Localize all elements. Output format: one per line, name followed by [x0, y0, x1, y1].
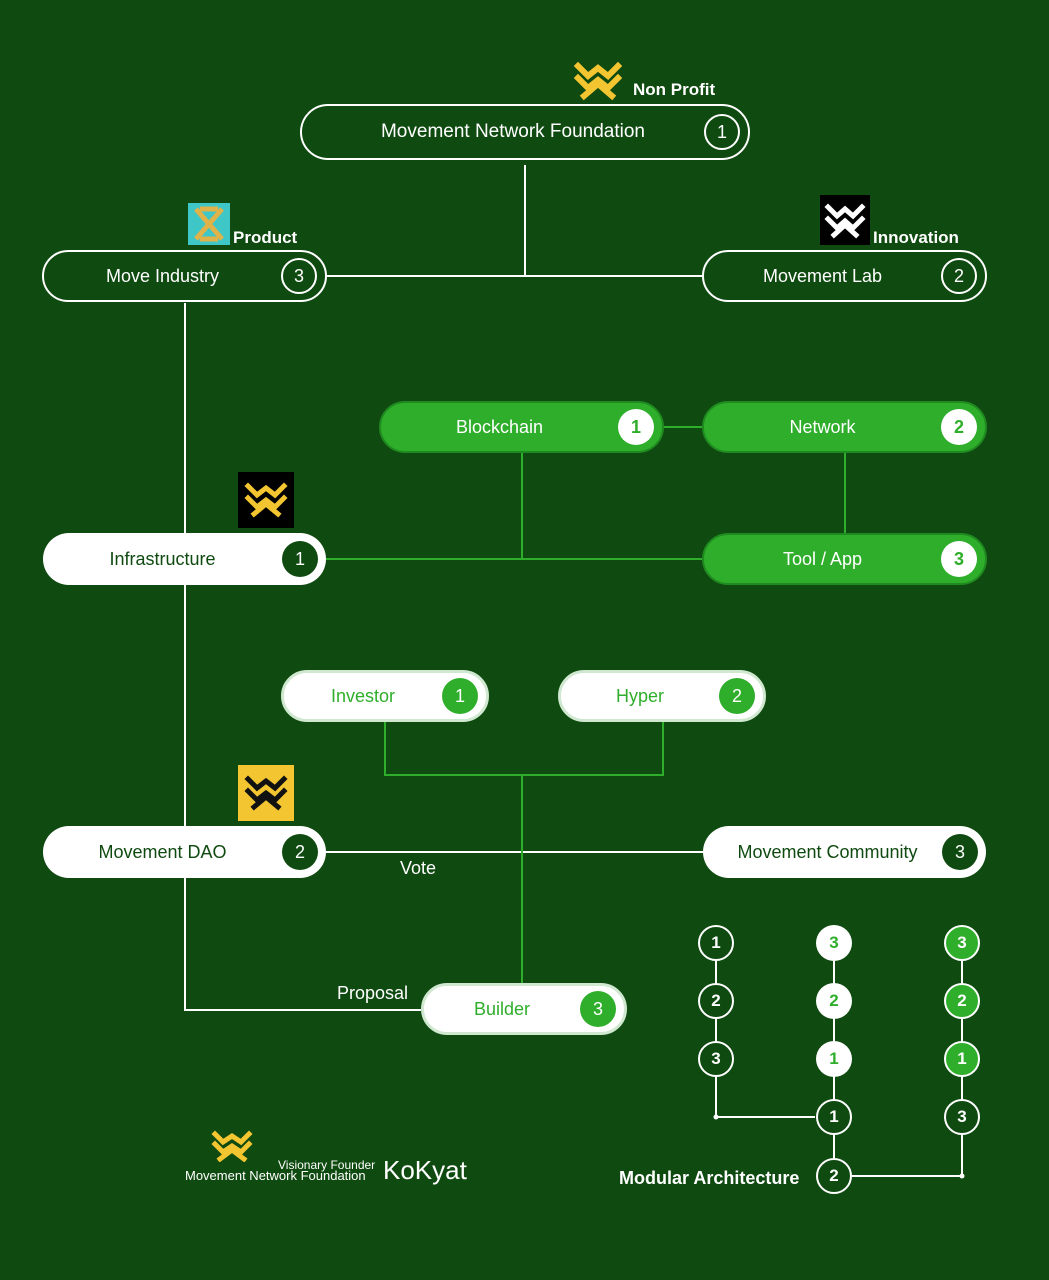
arch-col1-node: 3: [698, 1041, 734, 1077]
network-node: Network 2: [702, 401, 987, 453]
infrastructure-node: Infrastructure 1: [43, 533, 326, 585]
network-number: 2: [941, 409, 977, 445]
hyper-label: Hyper: [615, 685, 664, 706]
arch-join-bottom-node: 2: [816, 1158, 852, 1194]
product-tag: Product: [233, 228, 298, 247]
infrastructure-number: 1: [282, 541, 318, 577]
non-profit-tag: Non Profit: [633, 80, 716, 99]
builder-number: 3: [580, 991, 616, 1027]
line-investor-hyper-bracket: [384, 722, 664, 776]
investor-label: Investor: [330, 685, 396, 706]
infrastructure-label: Infrastructure: [109, 548, 216, 569]
movement-logo-icon: [238, 472, 294, 528]
proposal-label: Proposal: [337, 983, 409, 1003]
movement-logo-icon: [211, 1130, 253, 1163]
movement-community-label: Movement Community: [737, 841, 918, 862]
arch-col3-node: 1: [944, 1041, 980, 1077]
credit-org: Movement Network Foundation: [185, 1168, 366, 1183]
line-dao-builder: [184, 878, 421, 1011]
credit-name: KoKyat: [383, 1155, 467, 1185]
hyper-node: Hyper 2: [558, 670, 766, 722]
line-arch-bottom: [852, 1136, 963, 1177]
innovation-tag: Innovation: [873, 228, 959, 247]
tool-app-number: 3: [941, 541, 977, 577]
move-industry-number: 3: [281, 258, 317, 294]
foundation-node: Movement Network Foundation 1: [300, 104, 750, 160]
modular-architecture-label: Modular Architecture: [619, 1168, 800, 1188]
move-industry-node: Move Industry 3: [42, 250, 327, 302]
arch-col3-node: 2: [944, 983, 980, 1019]
move-industry-logo-icon: [188, 203, 230, 245]
builder-label: Builder: [473, 998, 531, 1019]
network-label: Network: [789, 416, 856, 437]
arch-col3-node: 3: [944, 1099, 980, 1135]
movement-dao-number: 2: [282, 834, 318, 870]
arch-col1-node: 1: [698, 925, 734, 961]
movement-dao-label: Movement DAO: [98, 841, 227, 862]
arch-col2-node: 2: [816, 983, 852, 1019]
blockchain-number: 1: [618, 409, 654, 445]
investor-number: 1: [442, 678, 478, 714]
movement-logo-icon: [573, 61, 623, 102]
movement-community-number: 3: [942, 834, 978, 870]
blockchain-node: Blockchain 1: [379, 401, 664, 453]
arch-join-top-node: 1: [816, 1099, 852, 1135]
movement-lab-node: Movement Lab 2: [702, 250, 987, 302]
builder-node: Builder 3: [421, 983, 627, 1035]
line-arch-col1: [715, 961, 815, 1118]
move-industry-label: Move Industry: [105, 265, 220, 286]
arch-col1-node: 2: [698, 983, 734, 1019]
movement-lab-label: Movement Lab: [762, 265, 883, 286]
hyper-number: 2: [719, 678, 755, 714]
movement-dao-logo-icon: [238, 765, 294, 821]
vote-label: Vote: [400, 858, 437, 878]
arch-col3-node: 3: [944, 925, 980, 961]
arch-col2-node: 3: [816, 925, 852, 961]
tool-app-node: Tool / App 3: [702, 533, 987, 585]
movement-community-node: Movement Community 3: [703, 826, 986, 878]
movement-lab-number: 2: [941, 258, 977, 294]
tool-app-label: Tool / App: [782, 548, 863, 569]
credit-role: Visionary Founder: [278, 1158, 376, 1172]
blockchain-label: Blockchain: [455, 416, 544, 437]
foundation-number: 1: [704, 114, 740, 150]
foundation-label: Movement Network Foundation: [380, 121, 645, 142]
arch-col2-node: 1: [816, 1041, 852, 1077]
movement-dao-node: Movement DAO 2: [43, 826, 326, 878]
movement-lab-logo-icon: [820, 195, 870, 245]
investor-node: Investor 1: [281, 670, 489, 722]
